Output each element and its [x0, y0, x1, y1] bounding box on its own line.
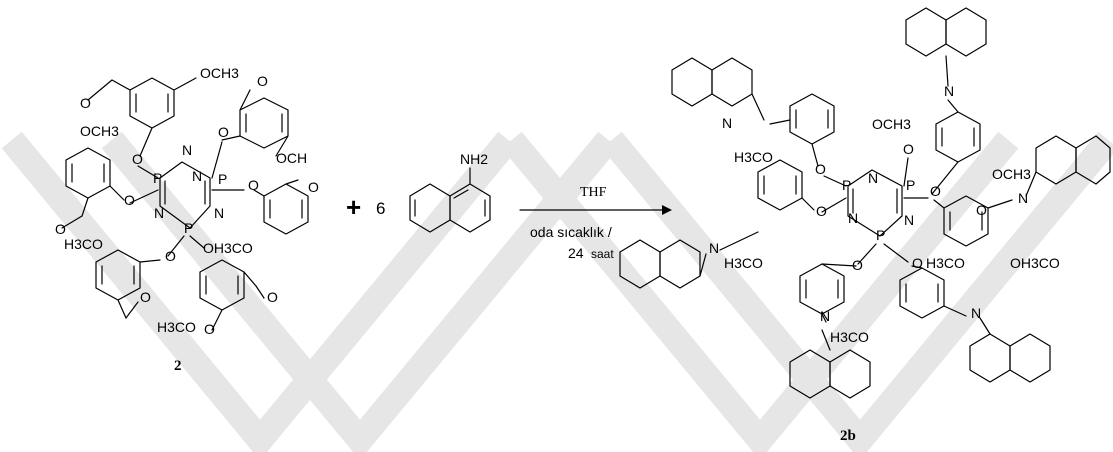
- product-atom-label: OCH3: [872, 116, 911, 132]
- reactant-atom-label: O: [257, 73, 268, 89]
- reactant-atom-label: O: [308, 179, 319, 195]
- reactant-atom-label: OCH3: [200, 65, 239, 81]
- reactant-atom-label: O: [165, 248, 176, 264]
- product-atom-label: N: [722, 115, 732, 131]
- naphthylamine-structure: [409, 167, 491, 233]
- product-atom-label: P: [876, 227, 885, 243]
- product-atom-label: N: [709, 240, 719, 256]
- product-atom-label: H3CO: [926, 255, 965, 271]
- arrow-condition-unit: saat: [591, 247, 614, 261]
- reactant-atom-label: O: [140, 289, 151, 305]
- product-atom-label: N: [1018, 190, 1028, 206]
- reactant-atom-label: O: [55, 221, 66, 237]
- product-atom-label: P: [842, 177, 851, 193]
- reactant-atom-label: P: [153, 170, 162, 186]
- watermark: [1, 131, 1113, 452]
- reactant-atom-label: O: [80, 95, 91, 111]
- product-atom-label: P: [906, 177, 915, 193]
- reactant-atom-label: O: [204, 321, 215, 337]
- reactant-structure: [61, 77, 309, 331]
- reactant-compound-number: 2: [174, 358, 182, 374]
- product-atom-label: N: [944, 83, 954, 99]
- product-atom-label: OCH3: [992, 166, 1031, 182]
- product-atom-label: N: [848, 210, 858, 226]
- reactant-atom-label: OCH: [276, 150, 307, 166]
- product-structure: [619, 7, 1111, 399]
- reaction-arrow: [519, 205, 672, 215]
- reactant-atom-label: O: [218, 124, 229, 140]
- product-atom-label: O: [816, 203, 827, 219]
- product-atom-label: O: [852, 257, 863, 273]
- product-atom-label: H3CO: [830, 329, 869, 345]
- product-atom-label: O: [930, 183, 941, 199]
- reactant-atom-label: O: [132, 151, 143, 167]
- arrow-solvent: THF: [580, 185, 607, 200]
- reactant-atom-label: O: [124, 192, 135, 208]
- product-atom-label: O: [815, 161, 826, 177]
- reactant-atom-label: N: [154, 205, 164, 221]
- reactant-atom-label: H3CO: [64, 236, 103, 252]
- product-atom-label: N: [868, 170, 878, 186]
- product-atom-label: N: [971, 305, 981, 321]
- plus-sign: +: [346, 192, 361, 222]
- product-atom-label: O: [903, 141, 914, 157]
- amine-label: NH2: [460, 151, 488, 167]
- arrow-condition-time: 24: [568, 245, 584, 261]
- product-atom-label: O: [912, 255, 923, 271]
- reactant-atom-label: N: [214, 205, 224, 221]
- reactant-atom-label: P: [218, 171, 227, 187]
- reactant-atom-label: O: [267, 289, 278, 305]
- reactant-atom-label: OH3CO: [203, 240, 253, 256]
- reactant-atom-label: N: [192, 168, 202, 184]
- product-atom-label: OH3CO: [1010, 255, 1060, 271]
- reactant-atom-label: N: [182, 142, 192, 158]
- product-compound-number: 2b: [840, 428, 856, 444]
- reactant-atom-label: H3CO: [157, 319, 196, 335]
- reactant-atom-label: OCH3: [80, 123, 119, 139]
- product-atom-label: H3CO: [724, 255, 763, 271]
- product-atom-label: O: [976, 202, 987, 218]
- reactant-atom-label: O: [248, 177, 259, 193]
- coefficient: 6: [376, 199, 385, 218]
- arrow-condition-line1: oda sıcaklık /: [530, 224, 612, 240]
- product-atom-label: N: [820, 308, 830, 324]
- reactant-atom-label: P: [184, 220, 193, 236]
- product-atom-label: H3CO: [734, 149, 773, 165]
- product-atom-label: N: [904, 212, 914, 228]
